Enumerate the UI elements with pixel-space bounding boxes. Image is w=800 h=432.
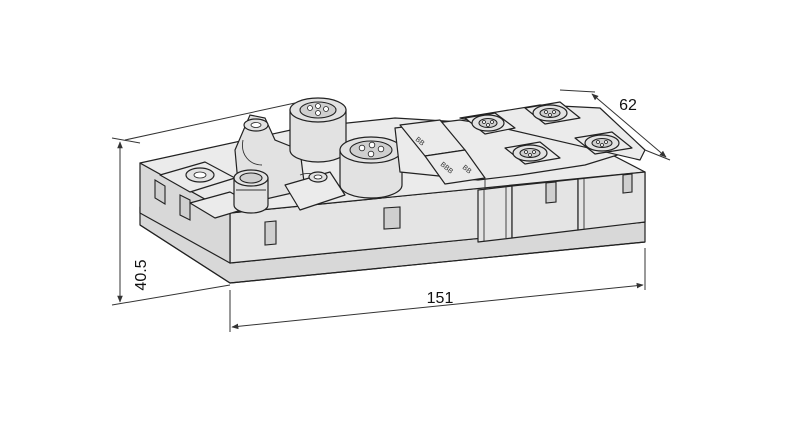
io-port-1	[464, 112, 516, 135]
power-connector-front	[339, 136, 403, 199]
io-port-2	[524, 101, 581, 125]
back-edge-extension	[124, 102, 296, 141]
power-connector-rear	[289, 97, 347, 163]
m8-connector	[233, 169, 269, 214]
dimension-depth-label: 62	[619, 97, 637, 114]
module-segments	[477, 171, 646, 243]
dimension-length: 151	[229, 248, 646, 332]
dimension-length-label: 151	[427, 290, 454, 307]
svg-text:BB: BB	[414, 136, 426, 148]
svg-text:BB: BB	[461, 164, 473, 176]
dimension-depth: 62	[559, 89, 671, 161]
io-port-3	[504, 141, 561, 165]
dimension-height: 40.5	[111, 137, 231, 306]
dimension-height-label: 40.5	[133, 259, 150, 290]
front-clips	[154, 173, 633, 246]
